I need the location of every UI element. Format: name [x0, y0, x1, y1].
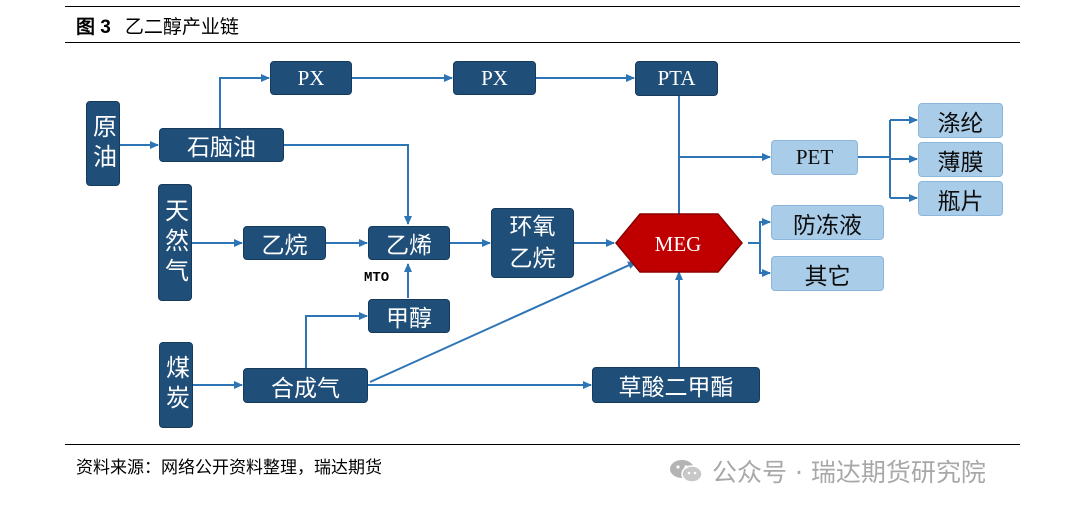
node-oxalate: 草酸二甲酯	[592, 367, 760, 403]
watermark-text: 公众号 · 瑞达期货研究院	[712, 458, 986, 487]
arrow-naphtha-px	[219, 74, 270, 128]
node-polyester: 涤纶	[918, 103, 1003, 138]
node-pta: PTA	[635, 61, 718, 96]
node-px-1: PX	[270, 61, 352, 95]
arrow-syngas-meg	[369, 261, 637, 383]
node-syngas: 合成气	[243, 368, 368, 403]
source-note: 资料来源：网络公开资料整理，瑞达期货	[76, 458, 382, 478]
node-antifreeze: 防冻液	[771, 205, 884, 240]
footer-rule	[65, 444, 1020, 445]
node-pet: PET	[771, 140, 858, 175]
node-other: 其它	[771, 256, 884, 291]
node-coal: 煤炭	[159, 342, 193, 428]
wechat-icon	[670, 460, 703, 483]
figure-title: 图 3 乙二醇产业链	[76, 12, 239, 39]
node-film: 薄膜	[918, 142, 1003, 177]
node-ethylene-oxide: 环氧乙烷	[491, 208, 574, 278]
meg-hexagon	[615, 213, 743, 273]
watermark: 公众号 · 瑞达期货研究院	[668, 453, 986, 489]
node-crude-oil: 原油	[86, 101, 120, 186]
top-rule	[65, 6, 1020, 7]
node-ethylene: 乙烯	[368, 226, 450, 260]
node-bottle: 瓶片	[918, 181, 1003, 216]
arrow-naphtha-ethylene	[284, 144, 412, 225]
title-rule	[65, 42, 1020, 43]
node-natural-gas: 天然气	[158, 184, 192, 301]
label-mto: MTO	[364, 270, 390, 286]
node-meg-label: MEG	[654, 232, 702, 256]
figure-title-text: 乙二醇产业链	[124, 16, 239, 38]
arrow-meg-antifreeze	[748, 218, 771, 244]
arrow-meg-other	[759, 243, 771, 277]
node-ethane: 乙烷	[243, 226, 326, 260]
node-px-2: PX	[453, 61, 536, 95]
node-methanol: 甲醇	[368, 299, 450, 333]
figure-number: 图 3	[76, 17, 111, 38]
arrow-syngas-methanol	[305, 312, 368, 368]
node-naphtha: 石脑油	[159, 128, 284, 162]
